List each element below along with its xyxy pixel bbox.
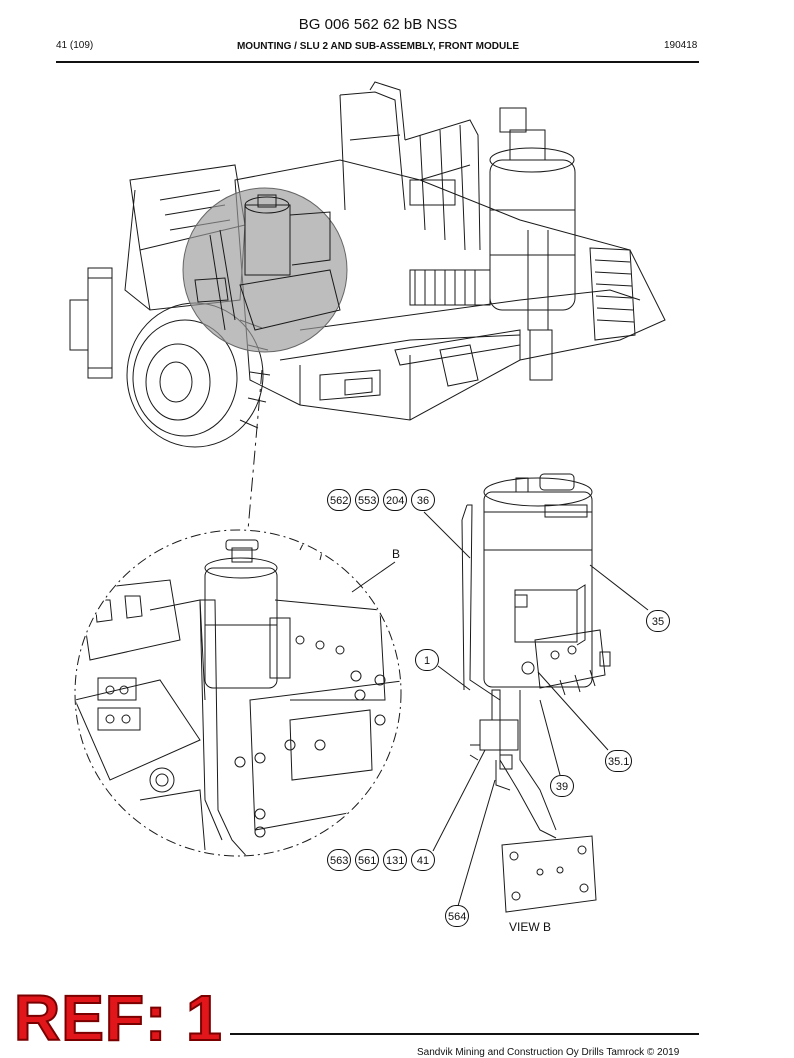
document-code: BG 006 562 62 bB NSS xyxy=(298,16,458,33)
highlight-circle xyxy=(182,187,348,353)
callout-553: 553 xyxy=(355,489,380,511)
detail-b-drawing xyxy=(76,531,400,855)
header-rule xyxy=(56,61,699,63)
footer-rule xyxy=(230,1033,699,1035)
callout-561: 561 xyxy=(355,849,380,871)
callout-39: 39 xyxy=(550,775,574,797)
callout-562: 562 xyxy=(327,489,352,511)
detail-leader-dashed xyxy=(247,369,263,531)
callout-35-1: 35.1 xyxy=(605,750,633,772)
callout-204: 204 xyxy=(383,489,408,511)
detail-b-label: B xyxy=(392,547,401,561)
callout-564: 564 xyxy=(445,905,470,927)
page-number: 41 (109) xyxy=(56,40,94,51)
callout-36: 36 xyxy=(411,489,435,511)
detail-b-circle xyxy=(74,529,402,857)
leader-39 xyxy=(539,699,561,776)
leader-564 xyxy=(457,779,496,907)
leader-1 xyxy=(437,665,471,691)
callout-1: 1 xyxy=(415,649,439,671)
view-b-drawing xyxy=(461,473,611,913)
callout-35: 35 xyxy=(646,610,670,632)
callout-131: 131 xyxy=(383,849,408,871)
leader-36 xyxy=(423,511,471,559)
view-b-label: VIEW B xyxy=(509,920,552,934)
ref-stamp: REF: 1 xyxy=(13,982,223,1054)
section-title: MOUNTING / SLU 2 AND SUB-ASSEMBLY, FRONT… xyxy=(236,41,520,52)
document-date: 190418 xyxy=(664,40,698,51)
callout-563: 563 xyxy=(327,849,352,871)
leader-351 xyxy=(537,671,609,751)
callout-41: 41 xyxy=(411,849,435,871)
leader-41 xyxy=(432,749,486,852)
leader-35 xyxy=(589,564,649,611)
machine-overview-drawing xyxy=(69,81,666,448)
highlighted-module xyxy=(194,194,341,331)
leader-b xyxy=(351,561,396,593)
